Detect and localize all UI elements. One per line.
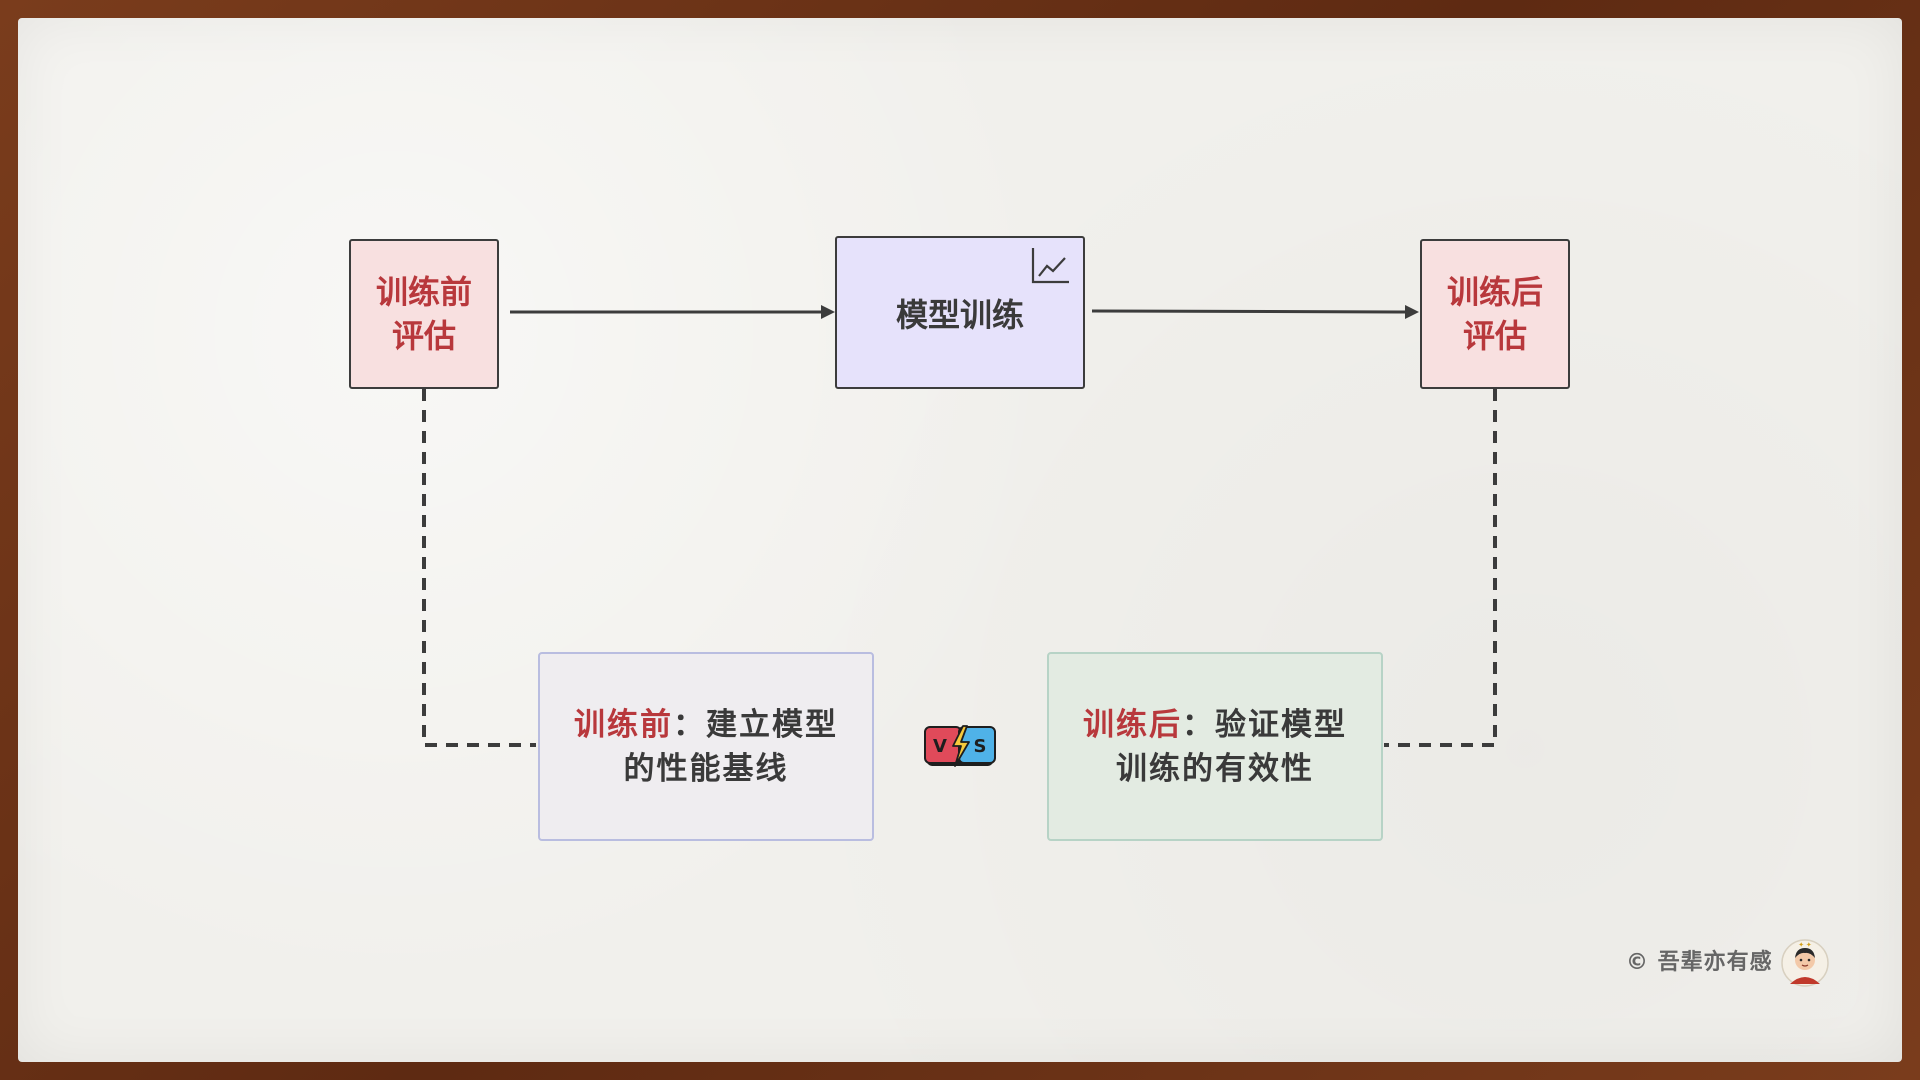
desc-before-highlight: 训练前 [574, 706, 673, 743]
vs-badge-icon: V S [924, 725, 996, 767]
arrow-training-to-post [1091, 304, 1419, 319]
node-post-eval: 训练后评估 [1420, 239, 1570, 389]
desc-after-body: ：验证模型训练的有效性 [1116, 706, 1347, 787]
node-post-eval-label: 训练后评估 [1446, 273, 1543, 355]
desc-after-text: 训练后：验证模型训练的有效性 [1069, 703, 1361, 791]
vs-letter-s: S [974, 736, 987, 757]
paper-canvas [18, 18, 1902, 1062]
desc-before-card: 训练前：建立模型的性能基线 [538, 652, 874, 841]
dashed-connector-pre [422, 389, 536, 747]
desc-before-text: 训练前：建立模型的性能基线 [560, 703, 852, 791]
desc-after-highlight: 训练后 [1083, 706, 1182, 743]
desc-before-body: ：建立模型的性能基线 [623, 706, 838, 787]
dashed-connector-post [1384, 389, 1497, 747]
line-chart-icon [1031, 248, 1069, 284]
watermark: © 吾辈亦有感 [1626, 950, 1773, 975]
avatar: ✦ ✦ [1781, 939, 1829, 987]
svg-text:✦ ✦: ✦ ✦ [1798, 941, 1812, 949]
node-pre-eval: 训练前评估 [349, 239, 499, 389]
node-training-label: 模型训练 [895, 295, 1024, 334]
vs-letter-v: V [933, 736, 947, 757]
desc-after-card: 训练后：验证模型训练的有效性 [1047, 652, 1383, 841]
node-training: 模型训练 [835, 236, 1085, 389]
node-pre-eval-label: 训练前评估 [375, 273, 472, 355]
